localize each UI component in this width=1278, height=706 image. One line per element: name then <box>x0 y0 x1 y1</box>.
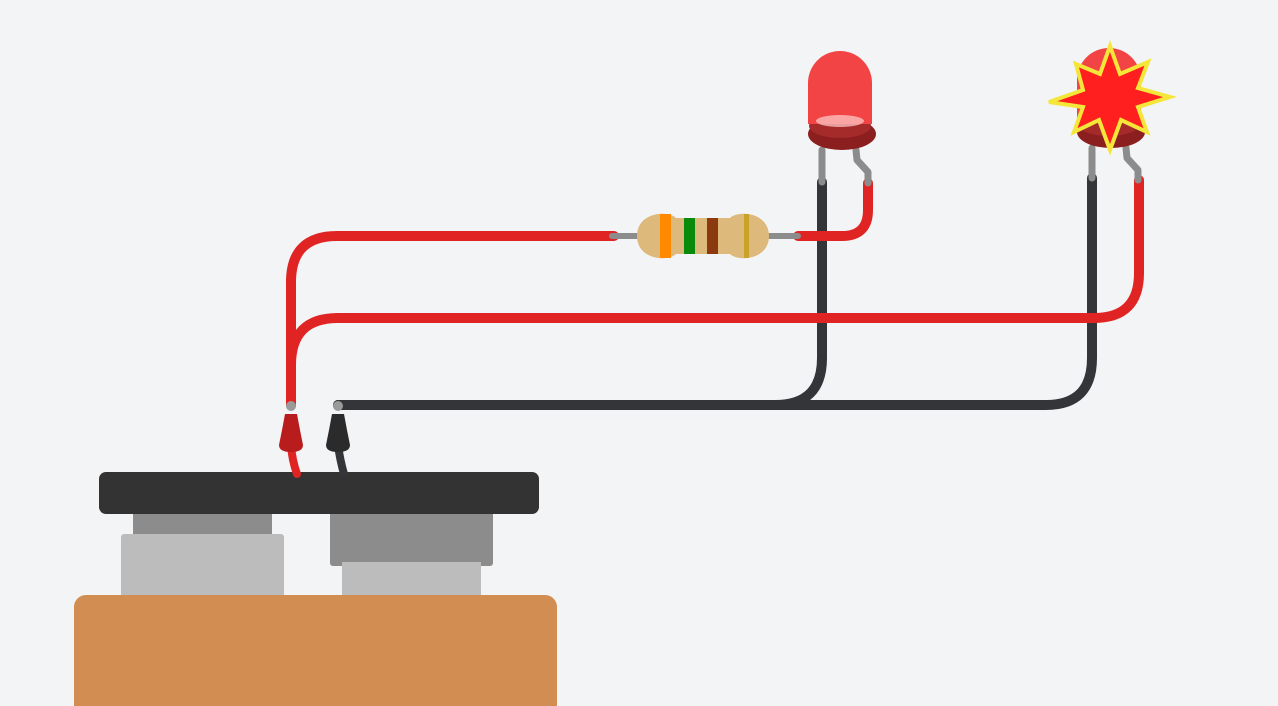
resistor-band-3 <box>707 218 718 254</box>
resistor-band-2 <box>684 218 695 254</box>
wire-negative-led2[interactable] <box>333 173 1097 410</box>
wire-positive-resistor[interactable] <box>286 231 619 410</box>
wire-positive-led2[interactable] <box>286 175 1144 410</box>
resistor-band-4 <box>744 214 749 258</box>
terminal-positive-clip <box>279 414 303 452</box>
led-working[interactable] <box>808 51 876 187</box>
battery-body <box>74 595 557 706</box>
terminal-positive-pin <box>286 401 296 411</box>
led-working-lead-anode <box>852 146 872 187</box>
led-burnt-lead-anode <box>1122 144 1142 184</box>
battery-cell-left <box>121 534 284 600</box>
wire-resistor-led1[interactable] <box>793 178 873 241</box>
led-working-highlight <box>816 115 864 127</box>
battery-cell-right-top <box>330 510 493 566</box>
battery-cap <box>99 472 539 514</box>
burst-icon <box>1048 40 1178 156</box>
terminal-negative-clip <box>326 414 350 452</box>
battery-cell-left-top <box>133 510 272 538</box>
led-burnt[interactable] <box>1048 40 1178 184</box>
led-working-dome <box>808 51 872 124</box>
resistor[interactable] <box>609 213 801 259</box>
resistor-band-1 <box>660 214 671 258</box>
resistor-body <box>637 213 769 259</box>
terminal-positive[interactable] <box>279 401 303 452</box>
battery[interactable] <box>74 472 557 706</box>
terminal-negative-pin <box>333 401 343 411</box>
terminal-negative[interactable] <box>326 401 350 452</box>
